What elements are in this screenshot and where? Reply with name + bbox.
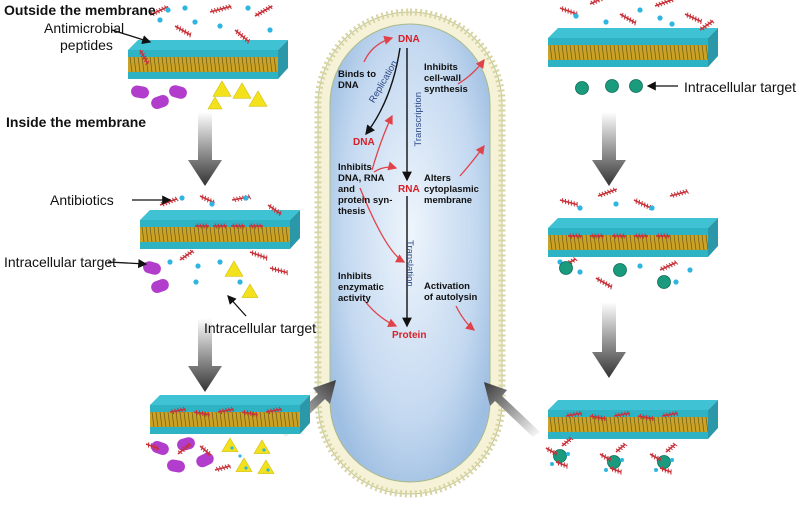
membrane-left-3 xyxy=(150,395,310,434)
translation-label: Translation xyxy=(404,240,415,287)
inside-membrane-heading: Inside the membrane xyxy=(6,114,147,130)
transcription-label: Transcription xyxy=(413,92,424,147)
stage-left-1-molecules xyxy=(131,4,273,110)
membrane-left-1 xyxy=(128,40,288,79)
dna-left-label: DNA xyxy=(353,137,375,148)
mechanism-arrows xyxy=(359,35,485,331)
dna-top-label: DNA xyxy=(398,34,420,45)
replication-arrow xyxy=(365,47,401,136)
membrane-left-2 xyxy=(140,210,300,249)
amp-label-line1: Antimicrobial xyxy=(44,20,125,36)
stage-right-3-molecules xyxy=(545,410,679,475)
bacterial-cell xyxy=(314,8,506,498)
central-dogma-arrows xyxy=(365,47,412,328)
antibiotics-label: Antibiotics xyxy=(50,192,114,208)
intracellular-target-label-bottom: Intracellular target xyxy=(204,320,317,336)
membrane-right-1 xyxy=(548,28,718,67)
stage-right-2-molecules xyxy=(557,187,693,290)
membrane-right-2 xyxy=(548,218,718,257)
label-pointers xyxy=(107,29,678,317)
rna-label: RNA xyxy=(398,184,420,195)
molecules xyxy=(131,0,715,475)
outside-membrane-heading: Outside the membrane xyxy=(4,2,156,18)
intracellular-target-label-right: Intracellular target xyxy=(684,79,797,95)
amp-label-line2: peptides xyxy=(60,37,113,53)
intracellular-target-label-left: Intracellular target xyxy=(4,254,117,270)
stage-right-1-molecules xyxy=(559,0,715,95)
protein-label: Protein xyxy=(392,330,427,341)
stage-left-3-molecules xyxy=(145,406,283,474)
membrane-right-3 xyxy=(548,400,718,439)
stage-left-2-molecules xyxy=(143,194,288,298)
